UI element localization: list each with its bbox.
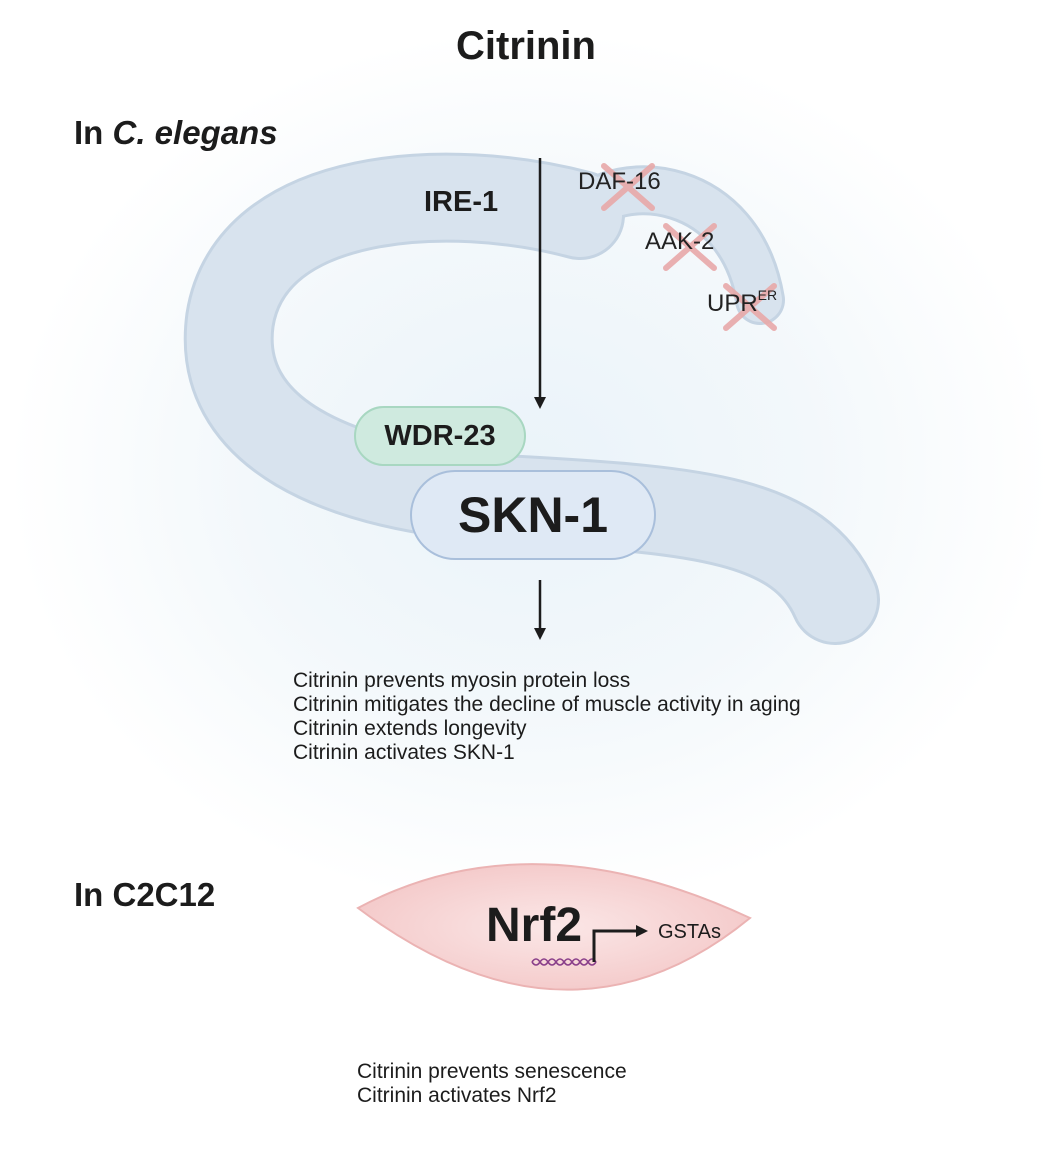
wdr23-node: WDR-23 bbox=[354, 406, 526, 466]
worm-illustration bbox=[183, 152, 880, 645]
section-title-c2c12: In C2C12 bbox=[74, 876, 216, 913]
celegans-findings: Citrinin prevents myosin protein loss Ci… bbox=[293, 669, 801, 765]
finding-item: Citrinin activates Nrf2 bbox=[357, 1084, 557, 1107]
section-title-celegans: In C. elegans bbox=[74, 114, 278, 151]
diagram-title: Citrinin bbox=[456, 24, 596, 68]
cross-aak2 bbox=[663, 223, 717, 271]
finding-item: Citrinin activates SKN-1 bbox=[293, 741, 515, 764]
finding-item: Citrinin extends longevity bbox=[293, 717, 527, 740]
dna-strand bbox=[531, 958, 597, 966]
daf16-label: DAF-16 bbox=[578, 168, 661, 195]
finding-item: Citrinin prevents myosin protein loss bbox=[293, 669, 631, 692]
nrf2-label: Nrf2 bbox=[486, 899, 583, 952]
aak2-label: AAK-2 bbox=[645, 228, 715, 255]
cross-daf16 bbox=[601, 163, 655, 211]
upr-er-label: UPRER bbox=[707, 287, 778, 317]
cross-upr bbox=[723, 283, 777, 331]
skn1-node: SKN-1 bbox=[410, 470, 656, 560]
finding-item: Citrinin mitigates the decline of muscle… bbox=[293, 693, 801, 716]
ire1-label: IRE-1 bbox=[424, 186, 499, 218]
gstas-label: GSTAs bbox=[658, 921, 721, 943]
c2c12-findings: Citrinin prevents senescence Citrinin ac… bbox=[357, 1060, 627, 1108]
transcription-arrow bbox=[592, 925, 648, 962]
finding-item: Citrinin prevents senescence bbox=[357, 1060, 627, 1083]
c2c12-cell bbox=[356, 863, 752, 991]
